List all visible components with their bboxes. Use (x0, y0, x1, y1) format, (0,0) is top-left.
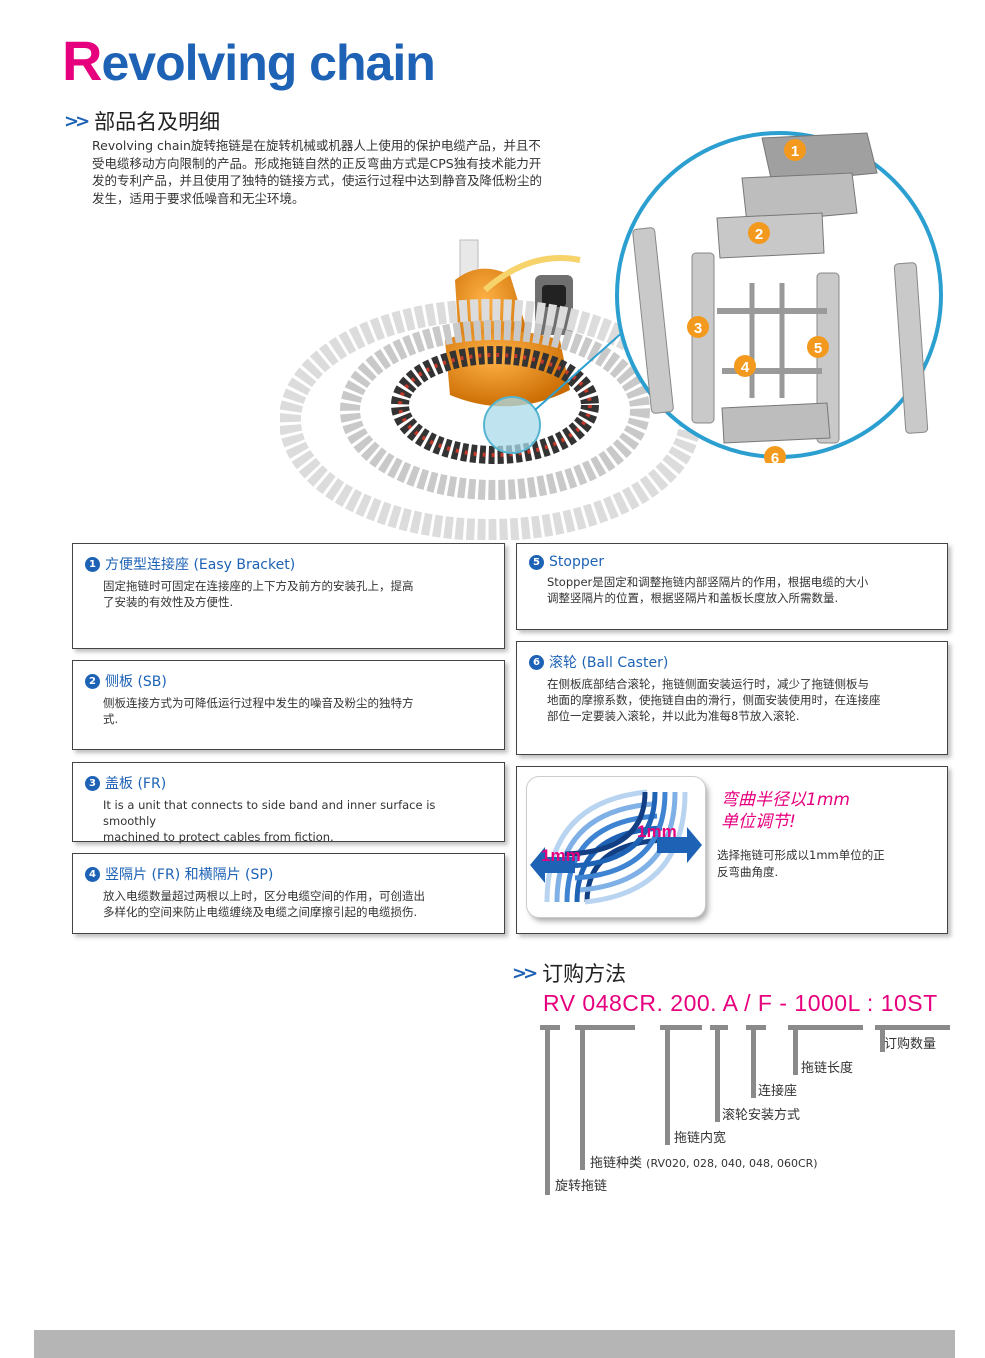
label-bracket: 连接座 (758, 1084, 798, 1099)
intro-line: Revolving chain旋转拖链是在旋转机械或机器人上使用的保护电缆产品，… (92, 138, 541, 153)
feature-title-text: 方便型连接座 (Easy Bracket) (105, 557, 296, 573)
order-code: RV 048CR. 200. A / F - 1000L : 10ST (543, 990, 938, 1016)
number-badge: 4 (85, 866, 100, 882)
feature-title-text: 滚轮 (Ball Caster) (549, 655, 669, 671)
label-chain-type: 拖链种类 (RV020, 028, 040, 048, 060CR) (590, 1152, 818, 1171)
feature-desc-line: machined to protect cables from fiction. (103, 830, 334, 844)
bending-radius-icon: 1mm 1mm (527, 777, 705, 917)
radius-desc-line: 选择拖链可形成以1mm单位的正 (717, 848, 885, 862)
feature-title-text: 盖板 (FR) (105, 776, 167, 792)
section-heading-ordering-label: 订购方法 (542, 962, 627, 986)
section-heading-parts-label: 部品名及明细 (94, 110, 221, 134)
radius-desc-line: 反弯曲角度. (717, 865, 779, 879)
feature-desc-line: 固定拖链时可固定在连接座的上下方及前方的安装孔上，提高 (103, 579, 414, 593)
feature-box-side-band: 2 侧板 (SB) 侧板连接方式为可降低运行过程中发生的噪音及粉尘的独特方 式. (72, 660, 505, 750)
feature-desc-line: 侧板连接方式为可降低运行过程中发生的噪音及粉尘的独特方 (103, 696, 414, 710)
feature-title-text: Stopper (549, 554, 605, 570)
label-chain-type-text: 拖链种类 (590, 1156, 643, 1171)
part-number-1: 1 (791, 143, 799, 160)
feature-desc-line: Stopper是固定和调整拖链内部竖隔片的作用，根据电缆的大小 (547, 575, 869, 589)
number-badge: 2 (85, 673, 100, 689)
label-series: 旋转拖链 (555, 1179, 608, 1194)
radius-desc: 选择拖链可形成以1mm单位的正 反弯曲角度. (717, 847, 937, 881)
feature-desc-line: 多样化的空间来防止电缆缠绕及电缆之间摩擦引起的电缆损伤. (103, 905, 418, 919)
part-number-4: 4 (741, 359, 750, 376)
number-badge: 1 (85, 556, 100, 572)
feature-box-ball-caster: 6 滚轮 (Ball Caster) 在侧板底部结合滚轮，拖链侧面安装运行时，减少… (516, 641, 948, 755)
title-rest: evolving chain (101, 35, 435, 91)
feature-desc-line: 在侧板底部结合滚轮，拖链侧面安装运行时，减少了拖链侧板与 (547, 677, 869, 691)
radius-title: 弯曲半径以1mm 单位调节! (721, 789, 850, 833)
feature-box-separators: 4 竖隔片 (FR) 和横隔片 (SP) 放入电缆数量超过两根以上时，区分电缆空间… (72, 853, 505, 934)
feature-box-easy-bracket: 1 方便型连接座 (Easy Bracket) 固定拖链时可固定在连接座的上下方及… (72, 543, 505, 649)
feature-title: 4 竖隔片 (FR) 和横隔片 (SP) (85, 864, 492, 884)
feature-box-cover: 3 盖板 (FR) It is a unit that connects to s… (72, 762, 505, 844)
label-chain-length: 拖链长度 (801, 1061, 854, 1076)
feature-title: 5 Stopper (529, 554, 935, 570)
feature-title-text: 侧板 (SB) (105, 674, 167, 690)
feature-desc-line: 部位一定要装入滚轮，并以此为准每8节放入滚轮. (547, 709, 800, 723)
section-heading-ordering: >> 订购方法 (512, 958, 626, 988)
number-badge: 6 (529, 654, 544, 670)
feature-title: 6 滚轮 (Ball Caster) (529, 652, 935, 672)
feature-title: 3 盖板 (FR) (85, 773, 492, 793)
intro-line: 发的专利产品，并且使用了独特的链接方式，使运行过程中达到静音及降低粉尘的 (92, 173, 543, 188)
label-order-qty: 订购数量 (884, 1037, 937, 1052)
radius-label-b: 1mm (637, 822, 677, 841)
section-heading-parts: >> 部品名及明细 (64, 106, 220, 136)
title-first-letter: R (62, 29, 102, 92)
radius-label-a: 1mm (541, 846, 581, 865)
bending-radius-box: 1mm 1mm 弯曲半径以1mm 单位调节! 选择拖链可形成以1mm单位的正 反… (516, 766, 948, 934)
intro-line: 受电缆移动方向限制的产品。形成拖链自然的正反弯曲方式是CPS独有技术能力开 (92, 155, 542, 171)
part-number-3: 3 (694, 320, 702, 337)
label-chain-models: (RV020, 028, 040, 048, 060CR) (646, 1157, 818, 1170)
feature-title: 2 侧板 (SB) (85, 671, 492, 691)
double-chevron-icon: >> (512, 962, 538, 984)
intro-text: Revolving chain旋转拖链是在旋转机械或机器人上使用的保护电缆产品，… (92, 137, 652, 207)
exploded-parts-view: 1 2 3 4 5 6 (615, 131, 943, 463)
part-number-6: 6 (771, 450, 779, 463)
label-caster-method: 滚轮安装方式 (722, 1108, 801, 1123)
order-code-diagram (540, 1025, 950, 1195)
feature-box-stopper: 5 Stopper Stopper是固定和调整拖链内部竖隔片的作用，根据电缆的大小… (516, 543, 948, 630)
feature-title: 1 方便型连接座 (Easy Bracket) (85, 554, 492, 574)
number-badge: 5 (529, 554, 544, 570)
part-number-2: 2 (755, 226, 763, 243)
feature-desc-line: 放入电缆数量超过两根以上时，区分电缆空间的作用，可创造出 (103, 889, 425, 903)
label-inner-width: 拖链内宽 (674, 1131, 727, 1146)
page-title: Revolving chain (62, 28, 436, 93)
double-chevron-icon: >> (64, 110, 90, 132)
footer-bar (34, 1330, 955, 1358)
radius-title-line: 单位调节! (721, 812, 796, 832)
feature-desc-line: 调整竖隔片的位置，根据竖隔片和盖板长度放入所需数量. (547, 591, 839, 605)
feature-desc-line: 地面的摩擦系数，使拖链自由的滑行，侧面安装使用时，在连接座 (547, 693, 881, 707)
feature-desc-line: 式. (103, 712, 119, 726)
number-badge: 3 (85, 775, 100, 791)
feature-title-text: 竖隔片 (FR) 和横隔片 (SP) (105, 867, 274, 883)
radius-title-line: 弯曲半径以1mm (721, 790, 850, 810)
intro-line: 发生，适用于要求低噪音和无尘环境。 (92, 190, 305, 206)
part-number-5: 5 (814, 340, 822, 357)
feature-desc-line: It is a unit that connects to side band … (103, 798, 436, 828)
feature-desc-line: 了安装的有效性及方便性. (103, 595, 234, 609)
